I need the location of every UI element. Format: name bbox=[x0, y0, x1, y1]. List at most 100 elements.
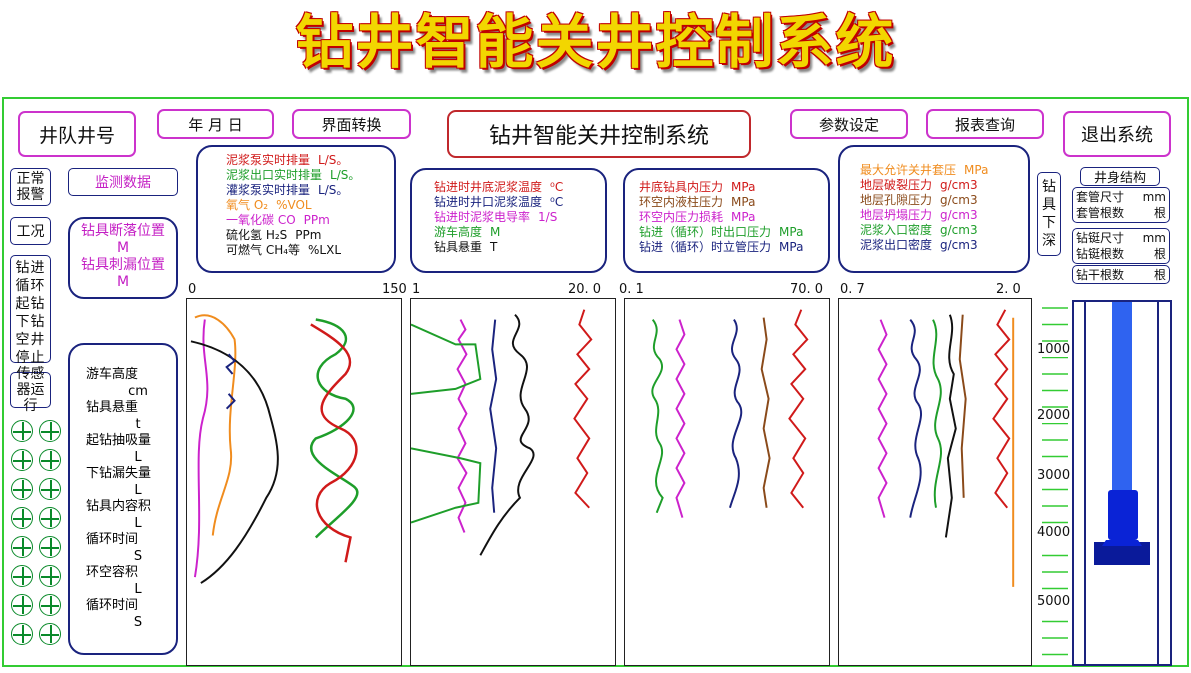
drill-bit bbox=[1094, 542, 1150, 565]
depth-tick-label: 1000 bbox=[1036, 342, 1072, 357]
param-label: 井底钻具内压力 bbox=[639, 180, 724, 194]
sensor-indicator-icon[interactable] bbox=[11, 536, 33, 558]
param-label: 泥浆入口密度 bbox=[860, 223, 933, 237]
collar-count-label: 钻铤根数 bbox=[1076, 247, 1125, 261]
sensor-indicator-icon[interactable] bbox=[11, 594, 33, 616]
switch-view-button[interactable]: 界面转换 bbox=[292, 109, 411, 139]
track-2 bbox=[410, 298, 616, 666]
curve-pump bbox=[310, 323, 358, 563]
param-label: 钻进时泥浆电导率 bbox=[434, 210, 531, 224]
param-unit: L/S。 bbox=[318, 183, 349, 197]
param-label: 地层孔隙压力 bbox=[860, 193, 933, 207]
param-label: 环空内液柱压力 bbox=[639, 195, 724, 209]
well-structure-title: 井身结构 bbox=[1080, 167, 1160, 186]
team-well-button[interactable]: 井队井号 bbox=[18, 111, 136, 157]
curve-outlet-density bbox=[909, 319, 923, 518]
sensor-indicator-icon[interactable] bbox=[39, 449, 61, 471]
report-query-button[interactable]: 报表查询 bbox=[926, 109, 1044, 139]
sensor-indicator-icon[interactable] bbox=[39, 594, 61, 616]
exit-button[interactable]: 退出系统 bbox=[1063, 111, 1171, 157]
sensor-indicator-icon[interactable] bbox=[39, 536, 61, 558]
param-label: 钻进（循环）时出口压力 bbox=[639, 225, 772, 239]
sensor-indicator-icon[interactable] bbox=[11, 478, 33, 500]
stat-label: 环空容积 bbox=[86, 565, 139, 580]
param-label: 最大允许关井套压 bbox=[860, 163, 957, 177]
monitor-data-button[interactable]: 监测数据 bbox=[68, 168, 178, 196]
sensor-indicator-icon[interactable] bbox=[11, 565, 33, 587]
param-unit: MPa bbox=[731, 210, 756, 224]
sensor-indicator-icon[interactable] bbox=[39, 507, 61, 529]
param-unit: %VOL bbox=[276, 198, 312, 212]
track4-min: 0. 7 bbox=[840, 282, 865, 297]
leak-position-unit: M bbox=[116, 274, 130, 290]
param-unit: g/cm3 bbox=[940, 238, 978, 252]
pipe-count-label: 钻干根数 bbox=[1076, 268, 1125, 282]
operation-modes-text: 钻进循环起钻下钻空井停止 bbox=[15, 260, 46, 366]
sensor-indicator-icon[interactable] bbox=[11, 449, 33, 471]
sensor-indicator-icon[interactable] bbox=[39, 565, 61, 587]
param-label: 地层破裂压力 bbox=[860, 178, 933, 192]
param-item: 环空内压力损耗 MPa bbox=[639, 210, 828, 225]
sensor-indicator-icon[interactable] bbox=[39, 478, 61, 500]
param-unit: MPa bbox=[731, 180, 756, 194]
curve-fluid-column bbox=[760, 317, 771, 508]
curve-conductivity bbox=[456, 319, 468, 533]
track3-max: 70. 0 bbox=[790, 282, 824, 297]
wellbore-diagram bbox=[1072, 300, 1172, 666]
track-3 bbox=[624, 298, 830, 666]
curve-standpipe bbox=[729, 319, 743, 509]
depth-tick-label: 5000 bbox=[1036, 594, 1072, 609]
casing-size-label: 套管尺寸 bbox=[1076, 190, 1125, 204]
pipe-count-unit: 根 bbox=[1153, 268, 1166, 282]
alarm-status[interactable]: 正常报警 bbox=[10, 168, 51, 206]
sensor-indicator-icon[interactable] bbox=[11, 507, 33, 529]
param-unit: L/S。 bbox=[318, 153, 349, 167]
collar-size-unit: mm bbox=[1142, 231, 1166, 245]
param-label: 钻进时井底泥浆温度 bbox=[434, 180, 543, 194]
stat-label: 循环时间 bbox=[86, 532, 139, 547]
stat-unit: t bbox=[135, 416, 141, 432]
param-item: 钻进时泥浆电导率 1/S bbox=[434, 210, 605, 225]
param-item: 氧气 O₂%VOL bbox=[226, 198, 394, 213]
curve-hook-height bbox=[411, 323, 482, 524]
depth-tick-label: 2000 bbox=[1036, 408, 1072, 423]
sensor-indicator-icon[interactable] bbox=[39, 420, 61, 442]
param-setting-button[interactable]: 参数设定 bbox=[790, 109, 908, 139]
date-button[interactable]: 年 月 日 bbox=[157, 109, 274, 139]
curve-hook-load bbox=[479, 313, 535, 556]
stat-label: 钻具内容积 bbox=[86, 499, 152, 514]
casing-count-label: 套管根数 bbox=[1076, 206, 1125, 220]
stat-unit: L bbox=[134, 482, 142, 498]
param-unit: MPa bbox=[731, 195, 756, 209]
param-unit: g/cm3 bbox=[940, 193, 978, 207]
param-unit: MPa bbox=[779, 225, 804, 239]
sensor-indicator-icon[interactable] bbox=[11, 623, 33, 645]
param-label: 环空内压力损耗 bbox=[639, 210, 724, 224]
sensor-indicator-icon[interactable] bbox=[11, 420, 33, 442]
track-4 bbox=[838, 298, 1032, 666]
param-label: 一氧化碳 CO bbox=[226, 213, 296, 227]
param-unit: PPm bbox=[303, 213, 330, 227]
param-unit: g/cm3 bbox=[940, 208, 978, 222]
param-unit: M bbox=[490, 225, 501, 239]
sensor-indicator-icon[interactable] bbox=[39, 623, 61, 645]
param-item: 地层坍塌压力 g/cm3 bbox=[860, 208, 1028, 223]
depth-label: 钻具下深 bbox=[1037, 172, 1061, 256]
param-unit: 1/S bbox=[538, 210, 558, 224]
param-label: 地层坍塌压力 bbox=[860, 208, 933, 222]
stat-unit: L bbox=[134, 581, 142, 597]
